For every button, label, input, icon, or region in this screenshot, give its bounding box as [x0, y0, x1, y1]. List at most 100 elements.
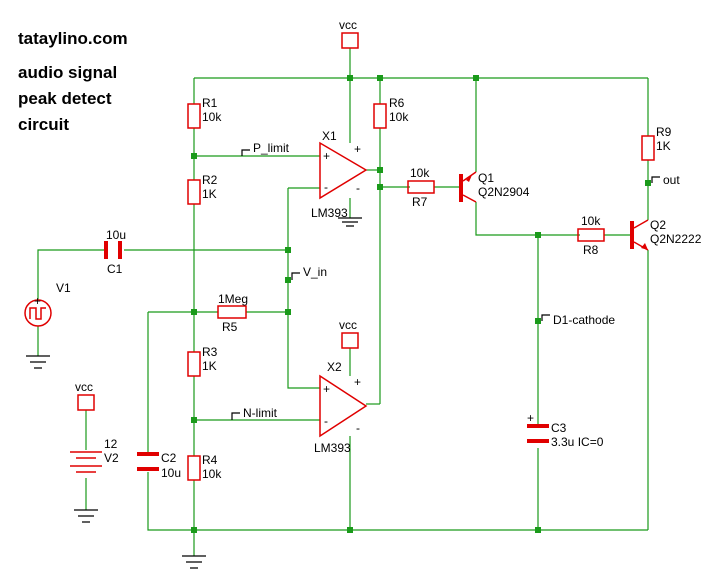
junction — [191, 309, 197, 315]
net-label-out: out — [651, 173, 680, 187]
source-name: V2 — [104, 451, 119, 465]
minus-mark: - — [356, 421, 360, 435]
junction — [191, 153, 197, 159]
wires — [37, 48, 649, 556]
junctions — [191, 75, 651, 533]
junction — [285, 247, 291, 253]
ground-symbol — [338, 217, 362, 227]
resistor-name: R8 — [583, 243, 599, 257]
wire-v1-c1 — [37, 249, 104, 300]
resistor-r1: R1 10k — [187, 96, 222, 129]
capacitor-name: C2 — [161, 451, 177, 465]
net-label-d1-cathode: D1-cathode — [541, 313, 615, 327]
capacitor-value: 3.3u IC=0 — [551, 435, 604, 449]
vcc-label: vcc — [339, 318, 357, 332]
transistor-q2: Q2 Q2N2222 — [630, 218, 702, 251]
vcc-symbol-top: vcc — [339, 18, 359, 49]
resistor-name: R7 — [412, 195, 428, 209]
opamp-x2: + - + - X2 LM393 — [314, 360, 368, 455]
capacitor-c1: 10u C1 — [104, 228, 126, 276]
transistor-q1: Q1 Q2N2904 — [459, 171, 530, 203]
wire-vin-bus — [287, 188, 320, 389]
transistor-part: Q2N2904 — [478, 185, 530, 199]
net-label-text: V_in — [303, 265, 327, 279]
opamp-part: LM393 — [314, 441, 351, 455]
junction — [535, 232, 541, 238]
junction — [535, 318, 541, 324]
transistor-name: Q2 — [650, 218, 666, 232]
resistor-name: R3 — [202, 345, 218, 359]
capacitor-name: C1 — [107, 262, 123, 276]
plus-mark: + — [323, 382, 330, 396]
resistor-r3: R3 1K — [187, 345, 218, 377]
resistor-name: R5 — [222, 320, 238, 334]
resistor-value: 10k — [410, 166, 430, 180]
ground-symbol — [182, 555, 206, 569]
junction — [285, 277, 291, 283]
net-label-v-in: V_in — [291, 265, 327, 280]
resistor-name: R6 — [389, 96, 405, 110]
resistor-value: 1K — [202, 187, 217, 201]
source-v2: 12 V2 — [70, 437, 119, 473]
resistor-r5: 1Meg R5 — [217, 292, 248, 334]
resistor-r7: 10k R7 — [407, 166, 435, 209]
capacitor-value: 10u — [106, 228, 126, 242]
opamp-x1: + - + - X1 LM393 — [311, 129, 368, 220]
vcc-label: vcc — [339, 18, 357, 32]
resistor-value: 1Meg — [218, 292, 248, 306]
net-label-text: P_limit — [253, 141, 290, 155]
minus-mark: - — [324, 180, 328, 194]
resistor-name: R9 — [656, 125, 672, 139]
junction — [377, 184, 383, 190]
junction — [535, 527, 541, 533]
resistor-r2: R2 1K — [187, 173, 218, 205]
plus-mark: + — [34, 294, 41, 308]
resistor-value: 10k — [389, 110, 409, 124]
opamp-name: X1 — [322, 129, 337, 143]
ground-symbol — [74, 509, 98, 523]
capacitor-c2: C2 10u — [137, 451, 181, 480]
site-name: tataylino.com — [18, 29, 128, 48]
resistor-value: 10k — [202, 467, 222, 481]
net-label-text: D1-cathode — [553, 313, 615, 327]
resistor-value: 1K — [656, 139, 671, 153]
plus-mark: + — [354, 375, 361, 389]
wire-q1-collector — [475, 202, 580, 236]
net-label-text: out — [663, 173, 680, 187]
opamp-name: X2 — [327, 360, 342, 374]
resistor-name: R2 — [202, 173, 218, 187]
junction — [645, 180, 651, 186]
resistor-value: 10k — [581, 214, 601, 228]
vcc-label: vcc — [75, 380, 93, 394]
transistor-name: Q1 — [478, 171, 494, 185]
capacitor-c3: + C3 3.3u IC=0 — [527, 411, 604, 449]
source-value: 12 — [104, 437, 118, 451]
title-line-1: audio signal — [18, 63, 117, 82]
resistor-r4: R4 10k — [187, 453, 222, 481]
junction — [285, 309, 291, 315]
title-line-2: peak detect — [18, 89, 112, 108]
plus-mark: + — [527, 411, 534, 425]
vcc-symbol-x2: vcc — [339, 318, 359, 349]
minus-mark: - — [324, 414, 328, 428]
junction — [473, 75, 479, 81]
net-label-n-limit: N-limit — [231, 406, 278, 420]
vcc-symbol-v2: vcc — [75, 380, 95, 411]
net-label-text: N-limit — [243, 406, 278, 420]
title-line-3: circuit — [18, 115, 69, 134]
capacitor-name: C3 — [551, 421, 567, 435]
wire-bottom-rail — [147, 472, 648, 531]
source-v1: + V1 — [24, 281, 71, 327]
junction — [347, 527, 353, 533]
resistor-r9: R9 1K — [641, 125, 672, 161]
resistor-name: R4 — [202, 453, 218, 467]
resistor-r6: R6 10k — [373, 96, 409, 129]
junction — [191, 417, 197, 423]
resistor-value: 10k — [202, 110, 222, 124]
junction — [377, 167, 383, 173]
ground-symbol — [26, 355, 50, 369]
resistor-r8: 10k R8 — [577, 214, 605, 257]
junction — [191, 527, 197, 533]
opamp-part: LM393 — [311, 206, 348, 220]
resistor-value: 1K — [202, 359, 217, 373]
